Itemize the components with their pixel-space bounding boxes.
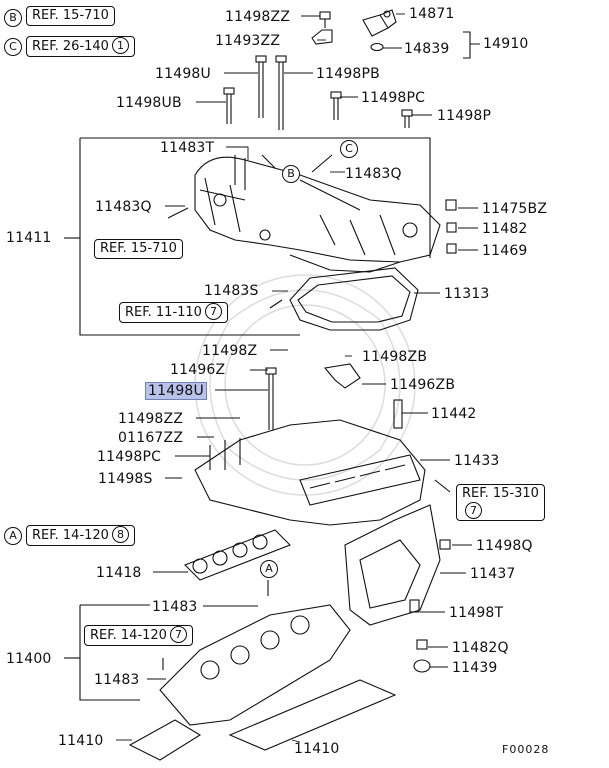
part-11483Q-left[interactable]: 11483Q <box>95 199 152 215</box>
group-box-11411-left <box>79 138 300 336</box>
marker-a-circle: A <box>4 527 22 545</box>
arrow-ref-11-110 <box>269 299 283 309</box>
part-11483-a[interactable]: 11483 <box>152 599 198 615</box>
ref-box-11-110-label: REF. 11-110 <box>125 305 202 320</box>
ref-box-15-310-label: REF. 15-310 <box>462 486 539 501</box>
arrow-c <box>311 154 333 173</box>
part-11400[interactable]: 11400 <box>6 651 52 667</box>
bolts-long <box>223 55 413 130</box>
part-01167ZZ[interactable]: 01167ZZ <box>118 430 184 446</box>
figure-code: F00028 <box>502 743 550 756</box>
part-11498T[interactable]: 11498T <box>449 605 504 621</box>
cover-11437 <box>344 504 441 626</box>
part-11498ZZ-mid[interactable]: 11498ZZ <box>118 411 184 427</box>
group-box-11400 <box>79 605 140 701</box>
ref-box-14-120-b-num: 7 <box>169 626 187 643</box>
part-11493ZZ[interactable]: 11493ZZ <box>215 33 281 49</box>
part-11483Q-right[interactable]: 11483Q <box>345 166 402 182</box>
gasket-11418 <box>184 529 291 581</box>
gasket-11313 <box>289 267 419 331</box>
part-14910[interactable]: 14910 <box>483 36 529 52</box>
bolt-11498U-mid <box>265 367 277 430</box>
part-11498Z[interactable]: 11498Z <box>202 343 258 359</box>
part-11469[interactable]: 11469 <box>482 243 528 259</box>
leader-lines <box>116 13 478 743</box>
ref-box-14-120-a-label: REF. 14-120 <box>32 528 109 543</box>
part-11498UB[interactable]: 11498UB <box>116 95 182 111</box>
part-11498PC-mid[interactable]: 11498PC <box>97 449 162 465</box>
part-11411[interactable]: 11411 <box>6 230 52 246</box>
part-11498P[interactable]: 11498P <box>437 108 492 124</box>
part-11498PB[interactable]: 11498PB <box>316 66 380 82</box>
part-11418[interactable]: 11418 <box>96 565 142 581</box>
marker-b-circle: B <box>4 9 22 27</box>
part-11496ZB[interactable]: 11496ZB <box>390 377 456 393</box>
ref-box-b[interactable]: REF. 15-710 <box>26 6 115 26</box>
bracket-11493ZZ <box>311 29 333 45</box>
bolt-11498ZZ-top <box>319 11 331 28</box>
part-11482Q[interactable]: 11482Q <box>452 640 509 656</box>
marker-c-circle: C <box>4 38 22 56</box>
part-14839[interactable]: 14839 <box>404 41 450 57</box>
ref-box-b-label: REF. 15-710 <box>32 8 109 23</box>
upper-intake-manifold <box>194 155 441 273</box>
part-11410-left[interactable]: 11410 <box>58 733 104 749</box>
right-fasteners <box>409 199 457 673</box>
part-11442[interactable]: 11442 <box>431 406 477 422</box>
part-11483-b[interactable]: 11483 <box>94 672 140 688</box>
lower-intake-manifold-11400 <box>159 604 351 726</box>
ref-box-14-120-b-label: REF. 14-120 <box>90 628 167 643</box>
part-11498ZZ-top[interactable]: 11498ZZ <box>225 9 291 25</box>
part-11475BZ[interactable]: 11475BZ <box>482 201 548 217</box>
ref-box-15-310-num: 7 <box>465 502 482 519</box>
watermark-emblem <box>194 274 416 496</box>
arrow-b <box>261 154 276 169</box>
marker-a-in-drawing: A <box>260 560 278 578</box>
part-11439[interactable]: 11439 <box>452 660 498 676</box>
marker-c-in-drawing: C <box>340 140 358 158</box>
part-11498U-top[interactable]: 11498U <box>155 66 211 82</box>
ref-box-11-110-num: 7 <box>204 303 222 320</box>
ref-box-c-label: REF. 26-140 <box>32 39 109 54</box>
part-11498S[interactable]: 11498S <box>98 471 153 487</box>
part-11433[interactable]: 11433 <box>454 453 500 469</box>
ref-box-c-num: 1 <box>111 37 129 54</box>
gasket-11410 <box>128 679 397 761</box>
part-11437[interactable]: 11437 <box>470 566 516 582</box>
part-11498Q[interactable]: 11498Q <box>476 538 533 554</box>
part-11313[interactable]: 11313 <box>444 286 490 302</box>
arrow-ref-15-310 <box>434 479 451 493</box>
bracket-14910 <box>463 31 480 59</box>
intake-manifold-11433 <box>194 419 426 526</box>
stud-11442 <box>393 399 403 429</box>
part-11410-bottom[interactable]: 11410 <box>294 741 340 757</box>
part-14871[interactable]: 14871 <box>409 6 455 22</box>
part-11498PC-top[interactable]: 11498PC <box>361 90 426 106</box>
ref-box-14-120-a-num: 8 <box>111 526 129 543</box>
marker-b-in-drawing: B <box>282 165 300 183</box>
part-11498U-highlighted[interactable]: 11498U <box>145 382 207 400</box>
group-box-11411 <box>80 137 431 258</box>
part-11496Z[interactable]: 11496Z <box>170 362 226 378</box>
arrow-ref-15-710 <box>167 207 189 219</box>
ref-box-15-710-inner[interactable]: REF. 15-710 <box>94 239 183 259</box>
bracket-11496ZB <box>323 363 361 389</box>
sensor-14871 <box>362 9 397 52</box>
part-11498ZB[interactable]: 11498ZB <box>362 349 428 365</box>
part-11483S[interactable]: 11483S <box>204 283 259 299</box>
part-11483T[interactable]: 11483T <box>160 140 215 156</box>
part-11482[interactable]: 11482 <box>482 221 528 237</box>
ref-box-15-710-inner-label: REF. 15-710 <box>100 241 177 256</box>
